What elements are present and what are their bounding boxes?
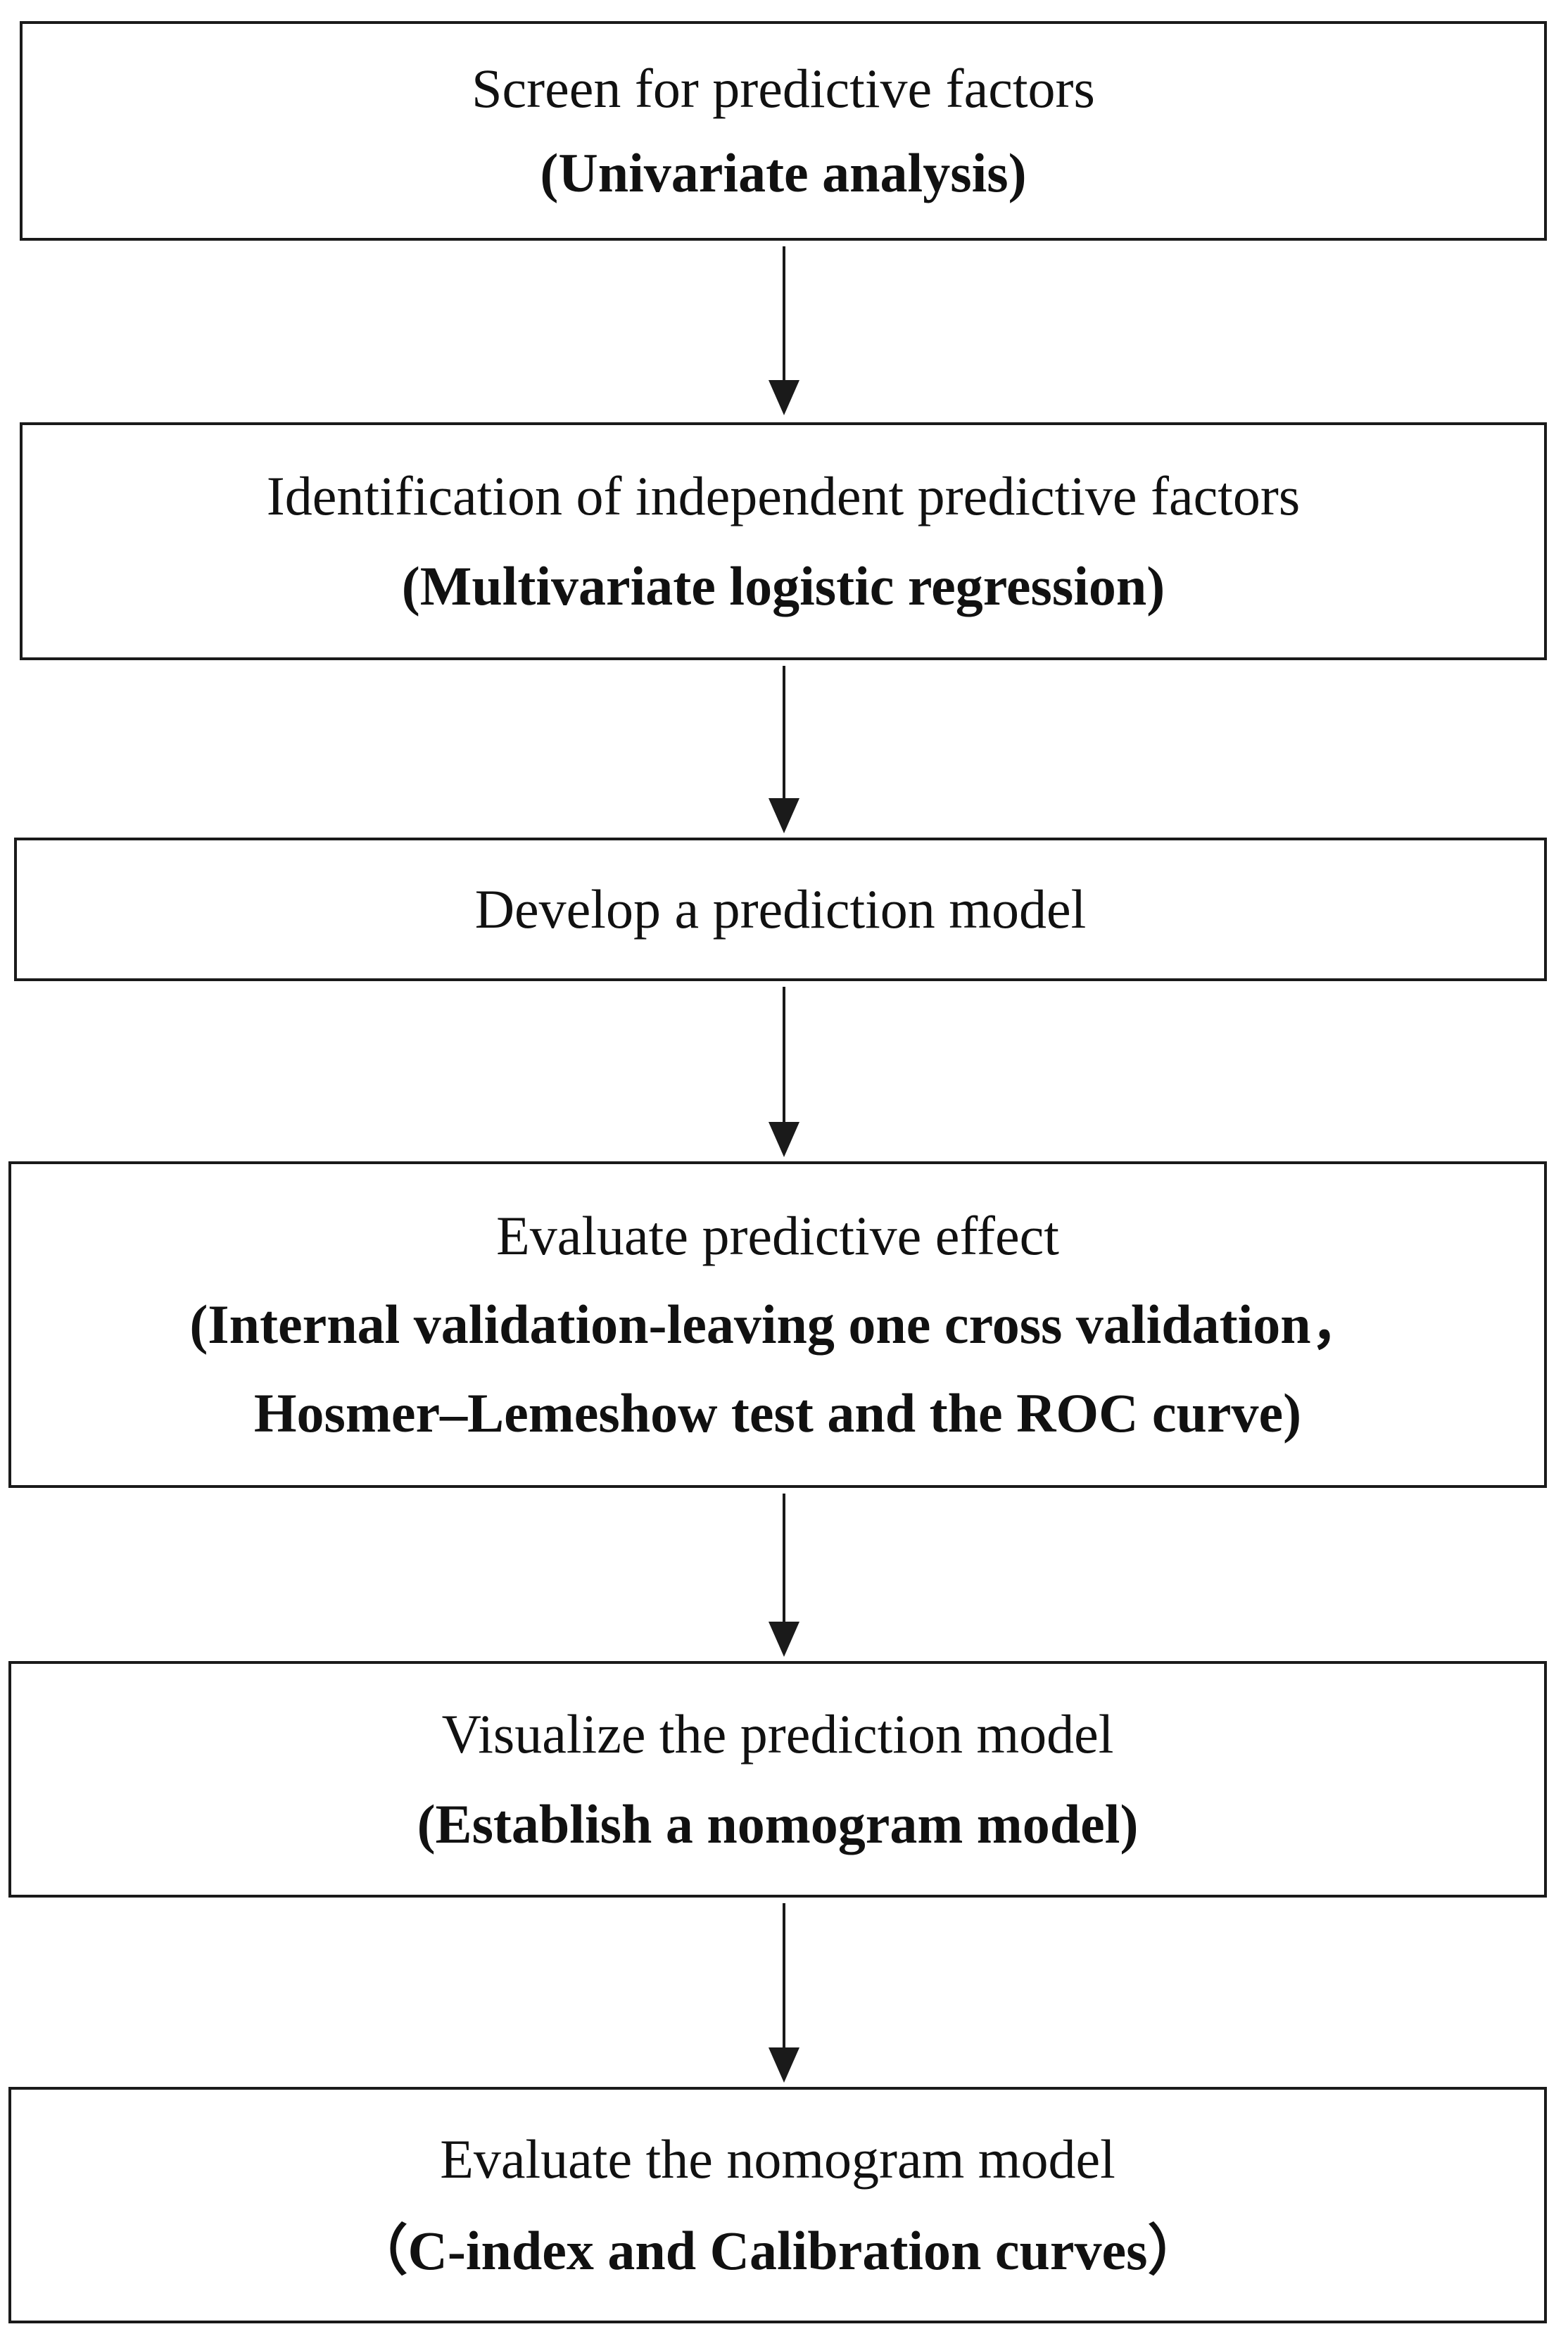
step-box-evaluate-effect: Evaluate predictive effect (Internal val… <box>8 1161 1547 1488</box>
flow-arrow <box>769 246 799 415</box>
step-title: Screen for predictive factors <box>472 58 1095 119</box>
step-title: Evaluate predictive effect <box>496 1205 1059 1266</box>
arrow-shaft <box>783 1494 785 1626</box>
step-detail: (Establish a nomogram model) <box>417 1793 1139 1855</box>
step-box-evaluate-nomogram: Evaluate the nomogram model （C-index and… <box>8 2087 1547 2323</box>
flow-arrow <box>769 1494 799 1657</box>
step-box-develop-model: Develop a prediction model <box>14 838 1547 981</box>
step-title: Identification of independent predictive… <box>266 465 1301 526</box>
step-title: Develop a prediction model <box>474 878 1087 940</box>
arrow-shaft <box>783 1903 785 2052</box>
flow-arrow <box>769 666 799 833</box>
arrow-down-icon <box>769 2047 799 2083</box>
step-detail: （C-index and Calibration curves） <box>353 2220 1203 2281</box>
step-detail: (Multivariate logistic regression) <box>401 555 1165 617</box>
arrow-down-icon <box>769 380 799 415</box>
step-title: Visualize the prediction model <box>441 1703 1114 1765</box>
arrow-shaft <box>783 987 785 1126</box>
step-detail: (Univariate analysis) <box>540 142 1027 203</box>
arrow-shaft <box>783 666 785 802</box>
arrow-down-icon <box>769 798 799 833</box>
step-detail: (Internal validation-leaving one cross v… <box>189 1294 1366 1355</box>
step-box-visualize-model: Visualize the prediction model (Establis… <box>8 1661 1547 1898</box>
flow-arrow <box>769 1903 799 2083</box>
step-title: Evaluate the nomogram model <box>440 2128 1115 2190</box>
step-detail-line-2: Hosmer–Lemeshow test and the ROC curve) <box>253 1382 1302 1444</box>
arrow-down-icon <box>769 1122 799 1157</box>
flow-arrow <box>769 987 799 1157</box>
step-box-identify-factors: Identification of independent predictive… <box>20 422 1547 660</box>
step-box-screen-factors: Screen for predictive factors (Univariat… <box>20 21 1547 241</box>
arrow-down-icon <box>769 1622 799 1657</box>
arrow-shaft <box>783 246 785 384</box>
